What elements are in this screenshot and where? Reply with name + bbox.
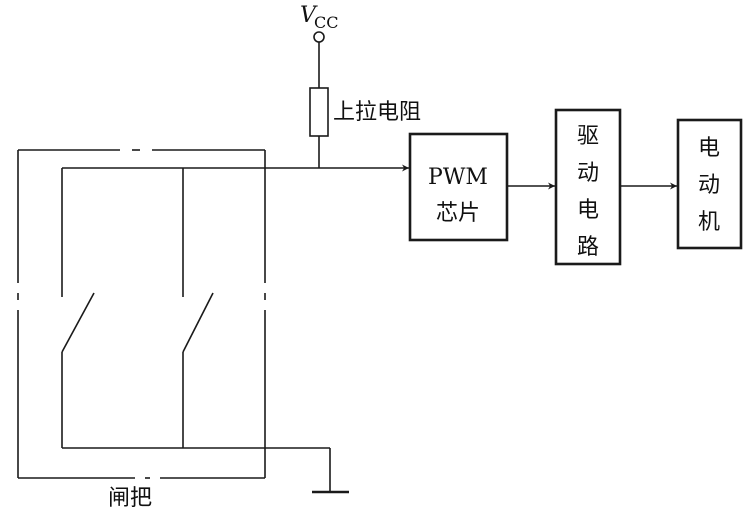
driver-circuit-block	[554, 108, 622, 266]
vcc-label: V	[300, 3, 318, 28]
driver-char-1: 驱	[577, 124, 599, 149]
switch-left-blade	[61, 292, 95, 353]
pwm-chip-line2: 芯片	[436, 201, 480, 226]
vcc-subscript: CC	[314, 13, 338, 32]
pullup-resistor	[309, 87, 329, 137]
motor-block	[676, 118, 743, 250]
pwm-chip-line1: PWM	[428, 165, 488, 190]
pwm-chip-block	[408, 132, 509, 242]
driver-char-3: 电	[577, 198, 599, 223]
motor-char-2: 动	[698, 173, 720, 198]
handle-label: 闸把	[108, 486, 152, 511]
switch-right-blade	[182, 292, 214, 353]
driver-char-4: 路	[577, 235, 599, 260]
driver-char-2: 动	[577, 161, 599, 186]
handle-enclosure	[17, 149, 266, 479]
pullup-resistor-label: 上拉电阻	[333, 100, 421, 125]
vcc-terminal	[313, 31, 325, 43]
motor-char-1: 电	[698, 136, 720, 161]
motor-char-3: 机	[698, 210, 720, 235]
